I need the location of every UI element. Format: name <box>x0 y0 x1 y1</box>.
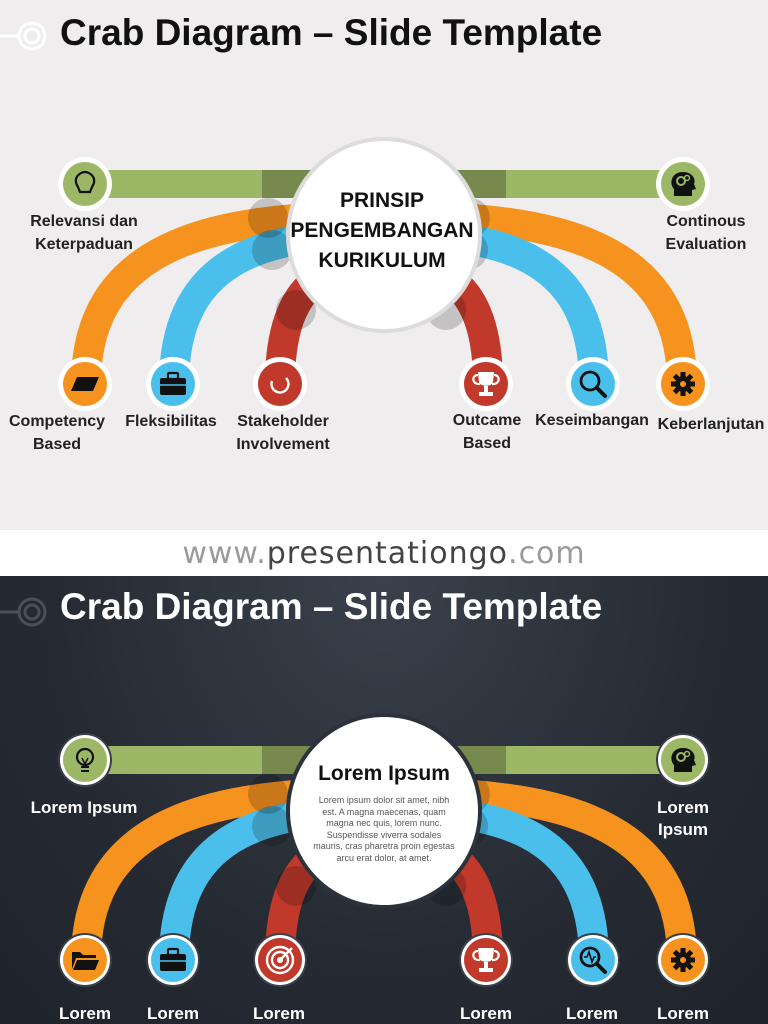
node-top-right <box>656 733 710 787</box>
node-label-middle-right: Lorem <box>566 1004 618 1023</box>
gear-icon <box>671 372 695 396</box>
folder-icon <box>71 377 99 391</box>
node-label-inner-left: Lorem <box>253 1004 305 1023</box>
node-label-outer-left: Lorem <box>59 1004 111 1023</box>
crab-diagram <box>58 713 710 987</box>
node-top-left <box>58 733 112 787</box>
node-label-top-right: Continous Evaluation <box>665 213 747 253</box>
lightbulb-icon <box>75 747 95 772</box>
website-suffix: .com <box>508 535 586 571</box>
center-circle <box>286 713 482 909</box>
lightbulb-icon <box>74 170 96 194</box>
crab-diagram <box>58 137 710 411</box>
node-middle-right <box>566 933 620 987</box>
node-label-middle-left: Fleksibilitas <box>125 413 217 430</box>
node-outer-left <box>58 933 112 987</box>
target-icon <box>270 377 290 394</box>
slide-dark: Crab Diagram – Slide Template Lorem Ipsu… <box>0 576 768 1024</box>
node-top-right <box>656 157 710 211</box>
node-inner-right <box>459 933 513 987</box>
node-middle-left <box>146 933 200 987</box>
website-domain: presentationgo <box>266 535 509 571</box>
center-circle <box>286 137 482 333</box>
node-outer-right <box>656 933 710 987</box>
slide-title: Crab Diagram – Slide Template <box>60 12 603 53</box>
node-label-inner-right: Lorem <box>460 1004 512 1023</box>
title-marker-icon <box>0 21 47 51</box>
node-label-outer-right: Lorem <box>657 1004 709 1023</box>
node-inner-left <box>253 933 307 987</box>
title-marker-icon <box>0 597 47 627</box>
node-label-middle-left: Lorem <box>147 1004 199 1023</box>
node-outer-left <box>58 357 112 411</box>
node-label-inner-right: Outcame Based <box>452 412 522 452</box>
slide-title: Crab Diagram – Slide Template <box>60 586 603 627</box>
node-label-top-left: Relevansi dan Keterpaduan <box>30 213 138 253</box>
node-middle-right <box>566 357 620 411</box>
magnifier-icon <box>579 946 607 974</box>
website-watermark: www.presentationgo.com <box>0 530 768 576</box>
head-gears-icon <box>671 172 696 196</box>
node-middle-left <box>146 357 200 411</box>
node-label-outer-right: Keberlanjutan <box>657 416 765 433</box>
node-label-inner-left: Stakeholder Involvement <box>236 413 330 453</box>
center-body: Lorem ipsum dolor sit amet, nibh est. A … <box>313 795 455 863</box>
briefcase-icon <box>160 371 186 395</box>
node-label-top-left: Lorem Ipsum <box>30 798 138 817</box>
center-title: Lorem Ipsum <box>318 762 450 785</box>
gear-icon <box>671 948 695 972</box>
magnifier-icon <box>579 370 607 398</box>
folder-icon <box>72 952 99 970</box>
head-gears-icon <box>671 748 696 772</box>
node-label-middle-right: Keseimbangan <box>535 412 649 429</box>
briefcase-icon <box>160 947 186 971</box>
center-title: PRINSIP PENGEMBANGAN KURIKULUM <box>290 189 474 272</box>
node-label-top-right: Lorem Ipsum <box>657 798 709 839</box>
node-top-left <box>58 157 112 211</box>
trophy-icon <box>472 372 500 396</box>
node-outer-right <box>656 357 710 411</box>
node-inner-left <box>253 357 307 411</box>
node-label-outer-left: Competency Based <box>8 413 106 453</box>
trophy-icon <box>472 948 500 972</box>
slide-light: Crab Diagram – Slide Template PRINSIP PE… <box>0 0 768 530</box>
target-icon <box>265 945 295 975</box>
website-prefix: www. <box>182 535 267 571</box>
node-inner-right <box>459 357 513 411</box>
